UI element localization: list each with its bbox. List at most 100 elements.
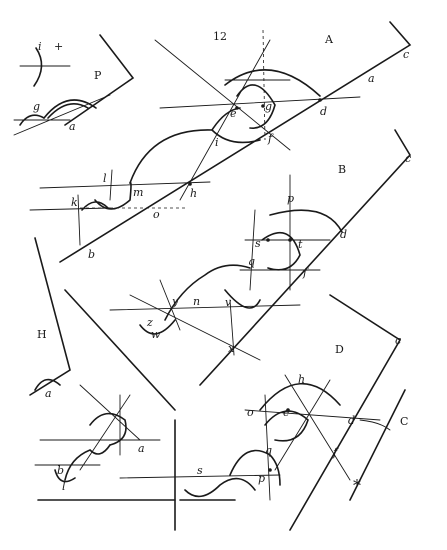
point-e xyxy=(235,106,239,110)
panel-b-v-line2 xyxy=(249,209,256,291)
panel-h xyxy=(29,237,71,396)
label-h-d: h xyxy=(298,373,305,386)
section-label-h: H xyxy=(37,328,47,341)
panel-b-v-y xyxy=(159,279,181,331)
point-q-d xyxy=(268,468,272,472)
label-c-b: c xyxy=(405,152,411,165)
label-c-a: c xyxy=(403,48,409,61)
label-v: v xyxy=(225,296,232,309)
chain-arc-m xyxy=(94,181,132,210)
section-label-c: C xyxy=(400,415,408,428)
label-i-top: i xyxy=(38,40,42,53)
label-o: o xyxy=(153,208,160,221)
asterisk-mark: * xyxy=(353,476,361,495)
panel-a-main-line xyxy=(59,21,412,263)
panel-a-slant2 xyxy=(179,39,271,201)
label-p: p xyxy=(287,192,294,205)
panel-a-circle-g xyxy=(236,84,276,129)
point-e-d xyxy=(286,408,290,412)
lower-arc xyxy=(64,444,111,481)
label-b: b xyxy=(88,248,95,261)
point-t xyxy=(288,238,292,242)
label-i-mid: i xyxy=(215,136,219,149)
panel-a-dashed-v xyxy=(262,29,266,141)
panel-h-border xyxy=(29,237,71,396)
label-plus: + xyxy=(54,40,63,53)
label-g-p: g xyxy=(33,100,40,113)
panel-p-slant-line xyxy=(13,94,111,136)
chain-h-line-lower xyxy=(29,207,111,211)
label-n: n xyxy=(193,295,200,308)
panel-d-circle xyxy=(264,410,309,442)
panel-c xyxy=(349,389,406,501)
panel-d xyxy=(119,294,402,531)
panel-c-line xyxy=(349,389,406,501)
label-e: e xyxy=(230,107,237,120)
panel-left-chain xyxy=(29,169,211,246)
panel-b-arc-v xyxy=(224,289,261,309)
label-o-d: o xyxy=(247,406,254,419)
panel-p-arc-outer xyxy=(43,99,97,119)
section-label-a: A xyxy=(324,33,334,46)
lower-small-arc xyxy=(54,469,76,483)
section-label-d: D xyxy=(335,343,344,356)
panel-lower-left xyxy=(34,384,176,531)
panel-a xyxy=(59,21,412,263)
label-c-d: c xyxy=(395,334,401,347)
label-b-low: b xyxy=(57,464,64,477)
label-l-low: l xyxy=(62,480,66,493)
panel-b-arc-w xyxy=(139,319,176,335)
lower-slant1 xyxy=(79,384,141,441)
label-k: k xyxy=(71,196,78,209)
label-d-d: d xyxy=(348,414,355,427)
panel-d-h-line xyxy=(244,409,381,421)
label-a-h: a xyxy=(45,387,52,400)
panel-p-arc xyxy=(33,47,43,87)
panel-d-arc-s xyxy=(184,477,256,498)
chain-v-k xyxy=(77,194,81,246)
panel-p xyxy=(13,34,135,136)
chain-v-l xyxy=(109,169,113,201)
label-w: w xyxy=(151,328,161,341)
lower-slant2 xyxy=(79,394,131,471)
label-s-d: s xyxy=(197,464,203,477)
panel-a-arc-i xyxy=(129,107,241,184)
panel-b-main-line xyxy=(199,129,411,386)
point-d xyxy=(318,98,322,102)
panel-b-slant xyxy=(129,294,261,361)
panel-b-circle xyxy=(261,231,301,271)
panel-p-border xyxy=(64,34,135,126)
panel-a-big-arc xyxy=(224,69,321,97)
panel-d-big-arc xyxy=(259,382,341,411)
label-m: m xyxy=(133,186,143,199)
labels: 12 A B D H P C i + g a e g d a c i f l m… xyxy=(33,30,411,495)
point-h xyxy=(188,182,192,186)
chain-arc-k xyxy=(81,201,109,211)
label-a-p: a xyxy=(69,120,76,133)
label-f-b: f xyxy=(302,266,309,279)
panel-b-chain-line xyxy=(109,304,301,311)
panel-b-left-line xyxy=(64,289,176,411)
panel-a-arc-f xyxy=(211,129,261,144)
panel-b-arc-n xyxy=(164,264,251,321)
label-q: q xyxy=(248,255,255,268)
point-g xyxy=(261,104,265,108)
label-d-b: d xyxy=(340,228,347,241)
figure-number: 12 xyxy=(213,30,227,43)
label-g: g xyxy=(265,100,272,113)
panel-p-arc-inner xyxy=(47,102,89,119)
label-e-d: e xyxy=(283,406,290,419)
panel-c-tick xyxy=(359,419,391,431)
chain-h-line xyxy=(39,181,211,189)
panel-d-v-line xyxy=(264,394,271,501)
panel-b xyxy=(64,129,411,411)
section-label-b: B xyxy=(338,163,346,176)
label-s-b: s xyxy=(255,237,261,250)
label-t: t xyxy=(298,238,303,251)
label-f-d: f xyxy=(332,446,339,459)
panel-d-arc-q xyxy=(229,449,281,486)
panel-a-slant1 xyxy=(154,39,291,151)
label-p-d: p xyxy=(258,472,265,485)
